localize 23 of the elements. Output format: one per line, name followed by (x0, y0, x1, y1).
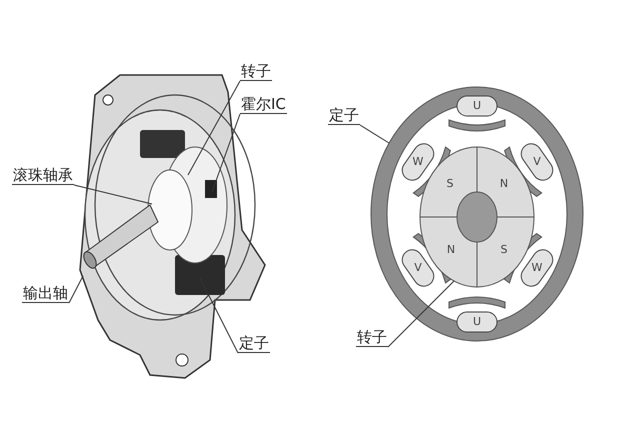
winding-letter: V (413, 262, 423, 274)
callout-label: 定子 (328, 106, 360, 125)
leader-line (212, 114, 240, 192)
leader-line (68, 276, 84, 304)
winding-letter: U (472, 316, 482, 328)
leader-line (388, 280, 454, 348)
winding-letter: N (498, 178, 510, 190)
winding-letter: S (500, 244, 508, 256)
leader-line (360, 124, 390, 144)
winding-letter: V (532, 156, 542, 168)
winding-letter: U (472, 100, 482, 112)
leader-line (188, 80, 240, 176)
callout-label: 滚珠轴承 (12, 166, 74, 185)
callout-label: 霍尔IC (240, 95, 287, 114)
winding-letter: N (446, 244, 456, 256)
winding-letter: W (530, 262, 544, 274)
callout-label: 转子 (356, 328, 388, 347)
callout-label: 转子 (240, 62, 272, 81)
leader-line (200, 278, 238, 354)
callout-label: 输出轴 (22, 284, 69, 303)
winding-letter: S (446, 178, 454, 190)
callout-label: 定子 (238, 334, 270, 353)
winding-letter: W (412, 156, 424, 168)
